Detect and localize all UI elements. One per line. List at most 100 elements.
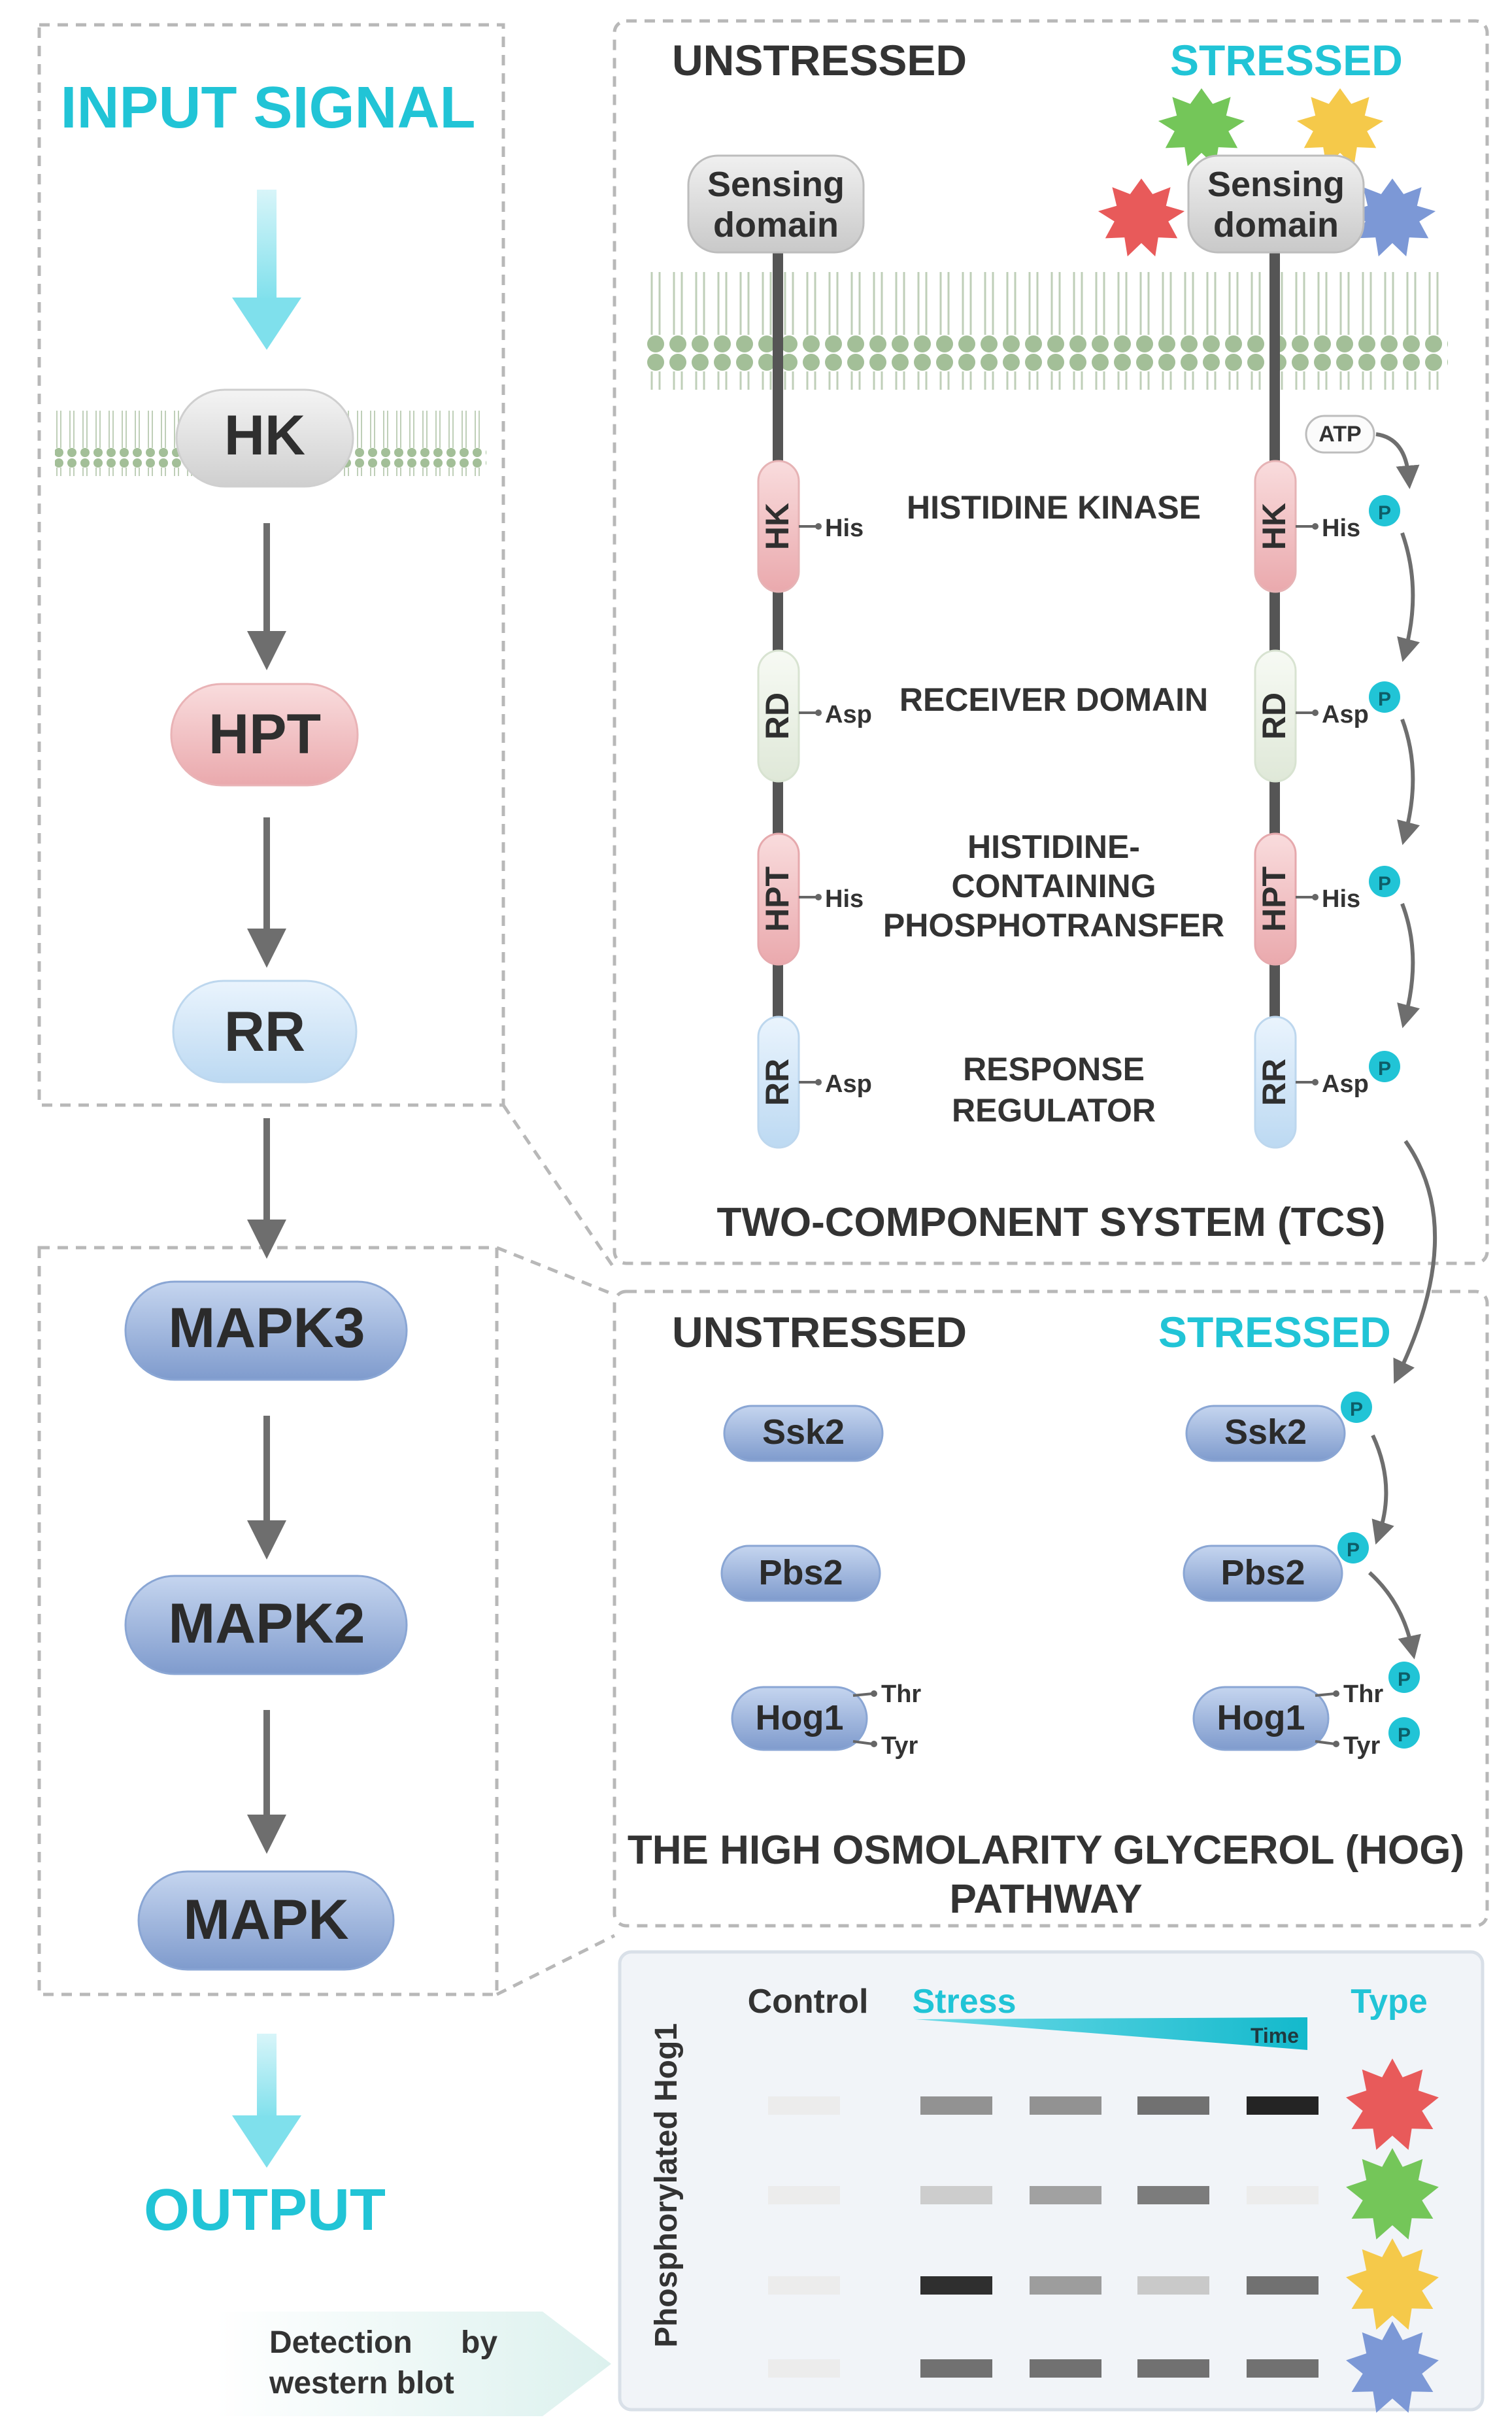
hog-dashed-box [613, 1290, 1489, 1928]
phospho-rr-label: P [1378, 1058, 1391, 1080]
unstressed-tyr: Tyr [881, 1732, 918, 1760]
hpt-row-name-2: CONTAINING [952, 868, 1156, 904]
phospho-rd [1369, 681, 1400, 713]
blot-bands [768, 2096, 1319, 2378]
blot-time-label: Time [1251, 2024, 1299, 2047]
stressed-thr: Thr [1343, 1681, 1383, 1708]
stressed-hog1 [1192, 1686, 1330, 1751]
stress-type-star-blue [1346, 2321, 1439, 2413]
detection-arrow-shape [216, 2312, 611, 2416]
stressed-tyr: Tyr [1343, 1732, 1381, 1760]
zoom-connector-hog-bottom [496, 1934, 616, 1996]
hpt-node [170, 683, 359, 787]
unstressed-pbs2-label: Pbs2 [758, 1553, 843, 1592]
unstressed-sensing-label-1: Sensing [707, 165, 845, 204]
phospho-thr-label: P [1398, 1669, 1411, 1690]
phospho-hpt [1369, 866, 1400, 897]
blot-band [920, 2096, 992, 2115]
blot-control-label: Control [748, 1983, 869, 2021]
tcs-phosphotransfer-arrows [1393, 532, 1437, 1384]
blot-type-stars [1346, 2059, 1439, 2413]
input-signal-label: INPUT SIGNAL [60, 75, 475, 141]
blot-band [1030, 2359, 1101, 2378]
stress-type-star-red [1346, 2059, 1439, 2150]
hog-title-line2: PATHWAY [949, 1877, 1142, 1922]
stress-star-yellow [1296, 88, 1384, 167]
tcs-panel: UNSTRESSED STRESSED Sensing domain Sensi… [613, 19, 1489, 1384]
blot-band [1137, 2096, 1209, 2115]
tcs-row-hpt: HPT His HISTIDINE- CONTAINING PHOSPHOTRA… [757, 829, 1400, 966]
hpt-node-label: HPT [209, 703, 321, 766]
left-upper-dashed-box [37, 23, 505, 1107]
phospho-ssk2-label: P [1350, 1399, 1363, 1420]
blot-band [1030, 2186, 1101, 2204]
phospho-pbs2 [1337, 1532, 1369, 1563]
unstressed-rd-abbr: RD [759, 692, 796, 740]
stressed-sensing-label-1: Sensing [1207, 165, 1345, 204]
stressed-hk-residue: His [1322, 515, 1360, 542]
rr-node-label: RR [224, 1000, 305, 1063]
detection-word: Detection [269, 2325, 412, 2360]
blot-band [768, 2186, 840, 2204]
blot-stress-label: Stress [913, 1983, 1016, 2021]
hog-stressed-label: STRESSED [1158, 1308, 1391, 1356]
mapk-node [137, 1870, 395, 1971]
blot-band [920, 2276, 992, 2295]
stress-type-star-green [1346, 2148, 1439, 2240]
tcs-row-rd: RD Asp RECEIVER DOMAIN RD Asp P [757, 649, 1400, 783]
hpt-row-name-1: HISTIDINE- [967, 829, 1140, 865]
western-blot-panel: Phosphorylated Hog1 Control Stress Type … [618, 1950, 1485, 2413]
blot-type-label: Type [1351, 1983, 1428, 2021]
blot-band [920, 2359, 992, 2378]
unstressed-hog1-label: Hog1 [756, 1698, 844, 1737]
phospho-pbs2-label: P [1347, 1539, 1360, 1561]
unstressed-ssk2-label: Ssk2 [762, 1412, 845, 1452]
hk-node [175, 388, 354, 488]
rr-node [172, 980, 358, 1084]
stressed-sensing-label-2: domain [1213, 205, 1339, 245]
unstressed-ssk2 [723, 1405, 884, 1462]
atp-arrow [1375, 432, 1420, 489]
stressed-hpt-abbr: HPT [1256, 866, 1292, 932]
detection-by-word: by [461, 2325, 497, 2360]
zoom-connector-tcs [501, 1104, 616, 1270]
blot-band [1030, 2276, 1101, 2295]
hog-phosphorylation-arrows [1368, 1434, 1421, 1660]
stressed-ssk2 [1185, 1405, 1346, 1462]
blot-band [920, 2186, 992, 2204]
blot-band [1247, 2276, 1319, 2295]
blot-panel-bg [618, 1950, 1485, 2412]
unstressed-thr: Thr [881, 1681, 921, 1708]
mapk3-node [124, 1280, 408, 1381]
detection-method: western blot [269, 2366, 454, 2400]
unstressed-hk-residue: His [825, 515, 864, 542]
unstressed-hk-abbr: HK [759, 503, 796, 550]
phospho-tyr [1388, 1717, 1420, 1749]
stress-star-green [1158, 88, 1245, 167]
phospho-rd-label: P [1378, 689, 1391, 710]
unstressed-hpt-residue: His [825, 885, 864, 913]
blot-band [1137, 2276, 1209, 2295]
tcs-title: TWO-COMPONENT SYSTEM (TCS) [717, 1200, 1386, 1245]
phospho-thr [1388, 1662, 1420, 1693]
blot-band [768, 2276, 840, 2295]
stressed-rd-abbr: RD [1256, 692, 1292, 740]
stressed-hog1-label: Hog1 [1217, 1698, 1305, 1737]
tcs-row-hk: HK His HISTIDINE KINASE HK His P [757, 460, 1400, 593]
phospho-hpt-label: P [1378, 873, 1391, 895]
atp-label: ATP [1319, 422, 1361, 447]
phospho-hk [1369, 495, 1400, 526]
stress-star-blue [1349, 179, 1436, 257]
left-lower-dashed-box [37, 1246, 499, 1996]
stressed-rr-residue: Asp [1322, 1070, 1369, 1098]
stressed-rr-abbr: RR [1256, 1059, 1292, 1106]
phospho-tyr-label: P [1398, 1724, 1411, 1746]
tcs-unstressed-label: UNSTRESSED [672, 36, 967, 84]
output-label: OUTPUT [144, 2178, 386, 2243]
stressed-hpt-residue: His [1322, 885, 1360, 913]
blot-band [1137, 2359, 1209, 2378]
unstressed-pbs2 [720, 1545, 881, 1602]
hog-unstressed-label: UNSTRESSED [672, 1308, 967, 1356]
atp-badge [1305, 415, 1375, 454]
